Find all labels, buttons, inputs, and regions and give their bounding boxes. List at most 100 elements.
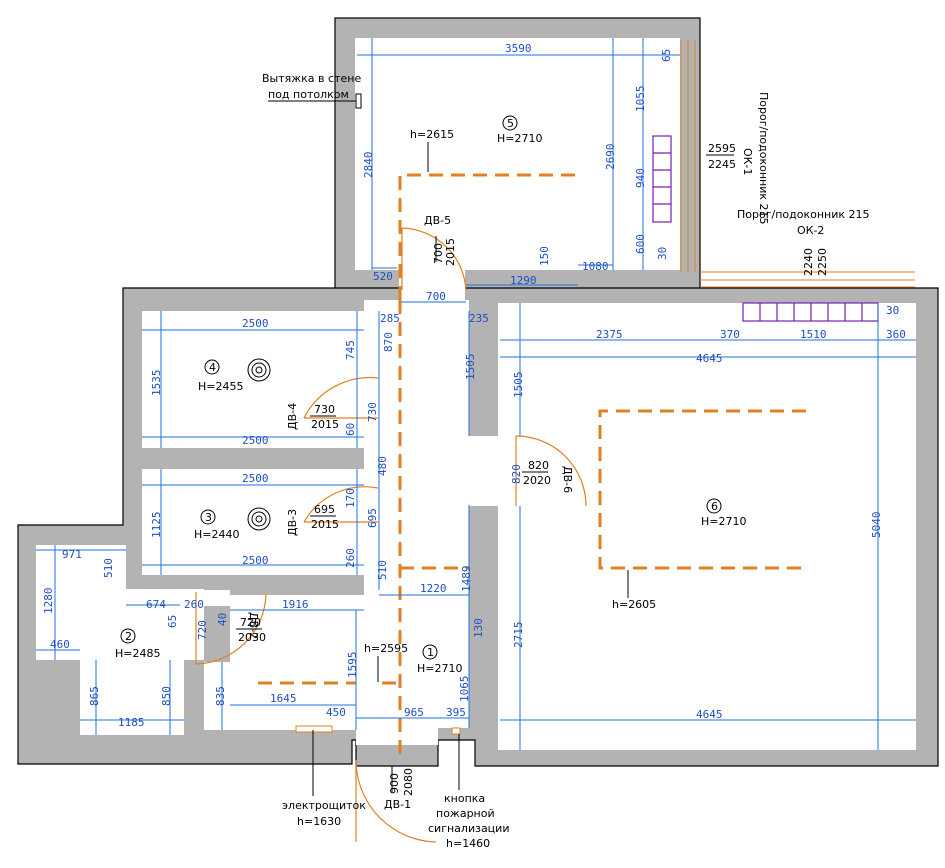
dim-170: 170 [344, 488, 357, 508]
dim-450: 450 [326, 706, 346, 719]
door-dv2-id: ДВ-2 [247, 612, 260, 639]
dim-1510: 1510 [800, 328, 827, 341]
room-4-height: H=2455 [198, 380, 243, 393]
dim-695: 695 [366, 508, 379, 528]
door-dv5-id: ДВ-5 [424, 214, 451, 227]
dim-510-b: 510 [102, 558, 115, 578]
dim-65-b: 65 [166, 615, 179, 628]
window-ok1-h: 2245 [708, 158, 736, 171]
dim-1916: 1916 [282, 598, 309, 611]
note-vent-1: Вытяжка в стене [262, 72, 361, 85]
dim-30-right: 30 [886, 304, 899, 317]
door-dv2-w: 720 [240, 616, 261, 629]
dim-1055: 1055 [634, 86, 647, 113]
dim-4645-bottom: 4645 [696, 708, 723, 721]
fixtures [247, 93, 461, 735]
dim-30-top: 30 [656, 247, 669, 260]
dim-235: 235 [469, 312, 489, 325]
dim-1065: 1065 [458, 676, 471, 703]
floor-drain-room-3 [247, 507, 271, 531]
note-fire-3: сигнализации [428, 822, 509, 835]
room-1-height: H=2710 [417, 662, 462, 675]
note-vent-2: под потолком [268, 88, 349, 101]
ceiling-h-r1: h=2595 [364, 642, 408, 655]
dim-745: 745 [344, 340, 357, 360]
walls [17, 17, 939, 767]
door-dv4-w: 730 [314, 403, 335, 416]
door-dv6-h: 2020 [523, 474, 551, 487]
ceiling-h-r5: h=2615 [410, 128, 454, 141]
dim-260-a: 260 [344, 548, 357, 568]
dim-2500-d: 2500 [242, 554, 269, 567]
door-labels: ДВ-5 700 2015 ДВ-4 730 2015 ДВ-3 695 201… [236, 214, 574, 811]
door-dv5-w: 700 [432, 243, 445, 264]
window-ok2-note: Порог/подоконник 215 [737, 208, 870, 221]
door-dv4-h: 2015 [311, 418, 339, 431]
door-dv4-id: ДВ-4 [286, 403, 299, 430]
dim-480: 480 [376, 456, 389, 476]
note-panel-2: h=1630 [297, 815, 341, 828]
room-2-height: H=2485 [115, 647, 160, 660]
room-6-number: 6 [711, 500, 718, 513]
room-5-height: H=2710 [497, 132, 542, 145]
dim-520: 520 [373, 270, 393, 283]
door-dv1-h: 2080 [402, 768, 415, 796]
dim-285: 285 [380, 312, 400, 325]
dim-674: 674 [146, 598, 166, 611]
window-ok1-w: 2595 [708, 142, 736, 155]
notes: Вытяжка в стене под потолком электрощито… [262, 72, 509, 850]
dimension-labels: 3590 65 1055 2840 2690 940 600 30 520 12… [42, 42, 906, 729]
electrical-panel-marker [295, 725, 333, 733]
dim-370: 370 [720, 328, 740, 341]
dim-2840: 2840 [362, 152, 375, 179]
note-fire-1: кнопка [444, 792, 485, 805]
dim-971: 971 [62, 548, 82, 561]
dim-2500-b: 2500 [242, 434, 269, 447]
dim-3590: 3590 [505, 42, 532, 55]
door-dv3-w: 695 [314, 503, 335, 516]
door-dv6-id: ДВ-6 [561, 466, 574, 493]
dim-150: 150 [538, 246, 551, 266]
dim-1220: 1220 [420, 582, 447, 595]
door-dv1-w: 900 [388, 773, 401, 794]
dim-395: 395 [446, 706, 466, 719]
dim-1505-b: 1505 [512, 372, 525, 399]
window-ok2-h: 2250 [816, 248, 829, 276]
dim-1505-a: 1505 [464, 354, 477, 381]
dim-1489: 1489 [460, 566, 473, 593]
door-dv3-id: ДВ-3 [286, 509, 299, 536]
dim-1535: 1535 [150, 370, 163, 397]
ceiling-lines [258, 173, 806, 760]
window-ok2-w: 2240 [802, 248, 815, 276]
dim-1290: 1290 [510, 274, 537, 287]
note-fire-2: пожарной [436, 807, 495, 820]
door-dv1-id: ДВ-1 [384, 798, 411, 811]
room-labels: 5 H=2710 4 H=2455 3 H=2440 2 H=2485 1 H=… [115, 115, 746, 675]
room-1-number: 1 [427, 646, 434, 659]
door-dv2-h: 2030 [238, 631, 266, 644]
radiators [652, 135, 879, 322]
dim-130: 130 [472, 618, 485, 638]
window-ok1-note: Порог/подоконник 215 [757, 92, 770, 225]
window-ok2-id: ОК-2 [797, 224, 824, 237]
dim-2715: 2715 [512, 622, 525, 649]
dim-2500-a: 2500 [242, 317, 269, 330]
vent-marker [355, 93, 362, 109]
room-3-height: H=2440 [194, 528, 239, 541]
dim-40: 40 [216, 613, 229, 626]
ceiling-heights: h=2615 h=2605 h=2595 [364, 128, 656, 682]
dim-700: 700 [426, 290, 446, 303]
windows [680, 40, 915, 288]
dim-940: 940 [634, 168, 647, 188]
room-3-number: 3 [205, 511, 212, 524]
dimension-lines [36, 38, 916, 750]
door-dv6-w: 820 [528, 459, 549, 472]
dim-850: 850 [160, 686, 173, 706]
dim-2690: 2690 [604, 144, 617, 171]
dim-965: 965 [404, 706, 424, 719]
dim-1280: 1280 [42, 588, 55, 615]
dim-835: 835 [214, 686, 227, 706]
door-dv3-h: 2015 [311, 518, 339, 531]
dim-5040: 5040 [870, 512, 883, 539]
window-labels: 2595 2245 ОК-1 Порог/подоконник 215 Поро… [706, 92, 870, 276]
